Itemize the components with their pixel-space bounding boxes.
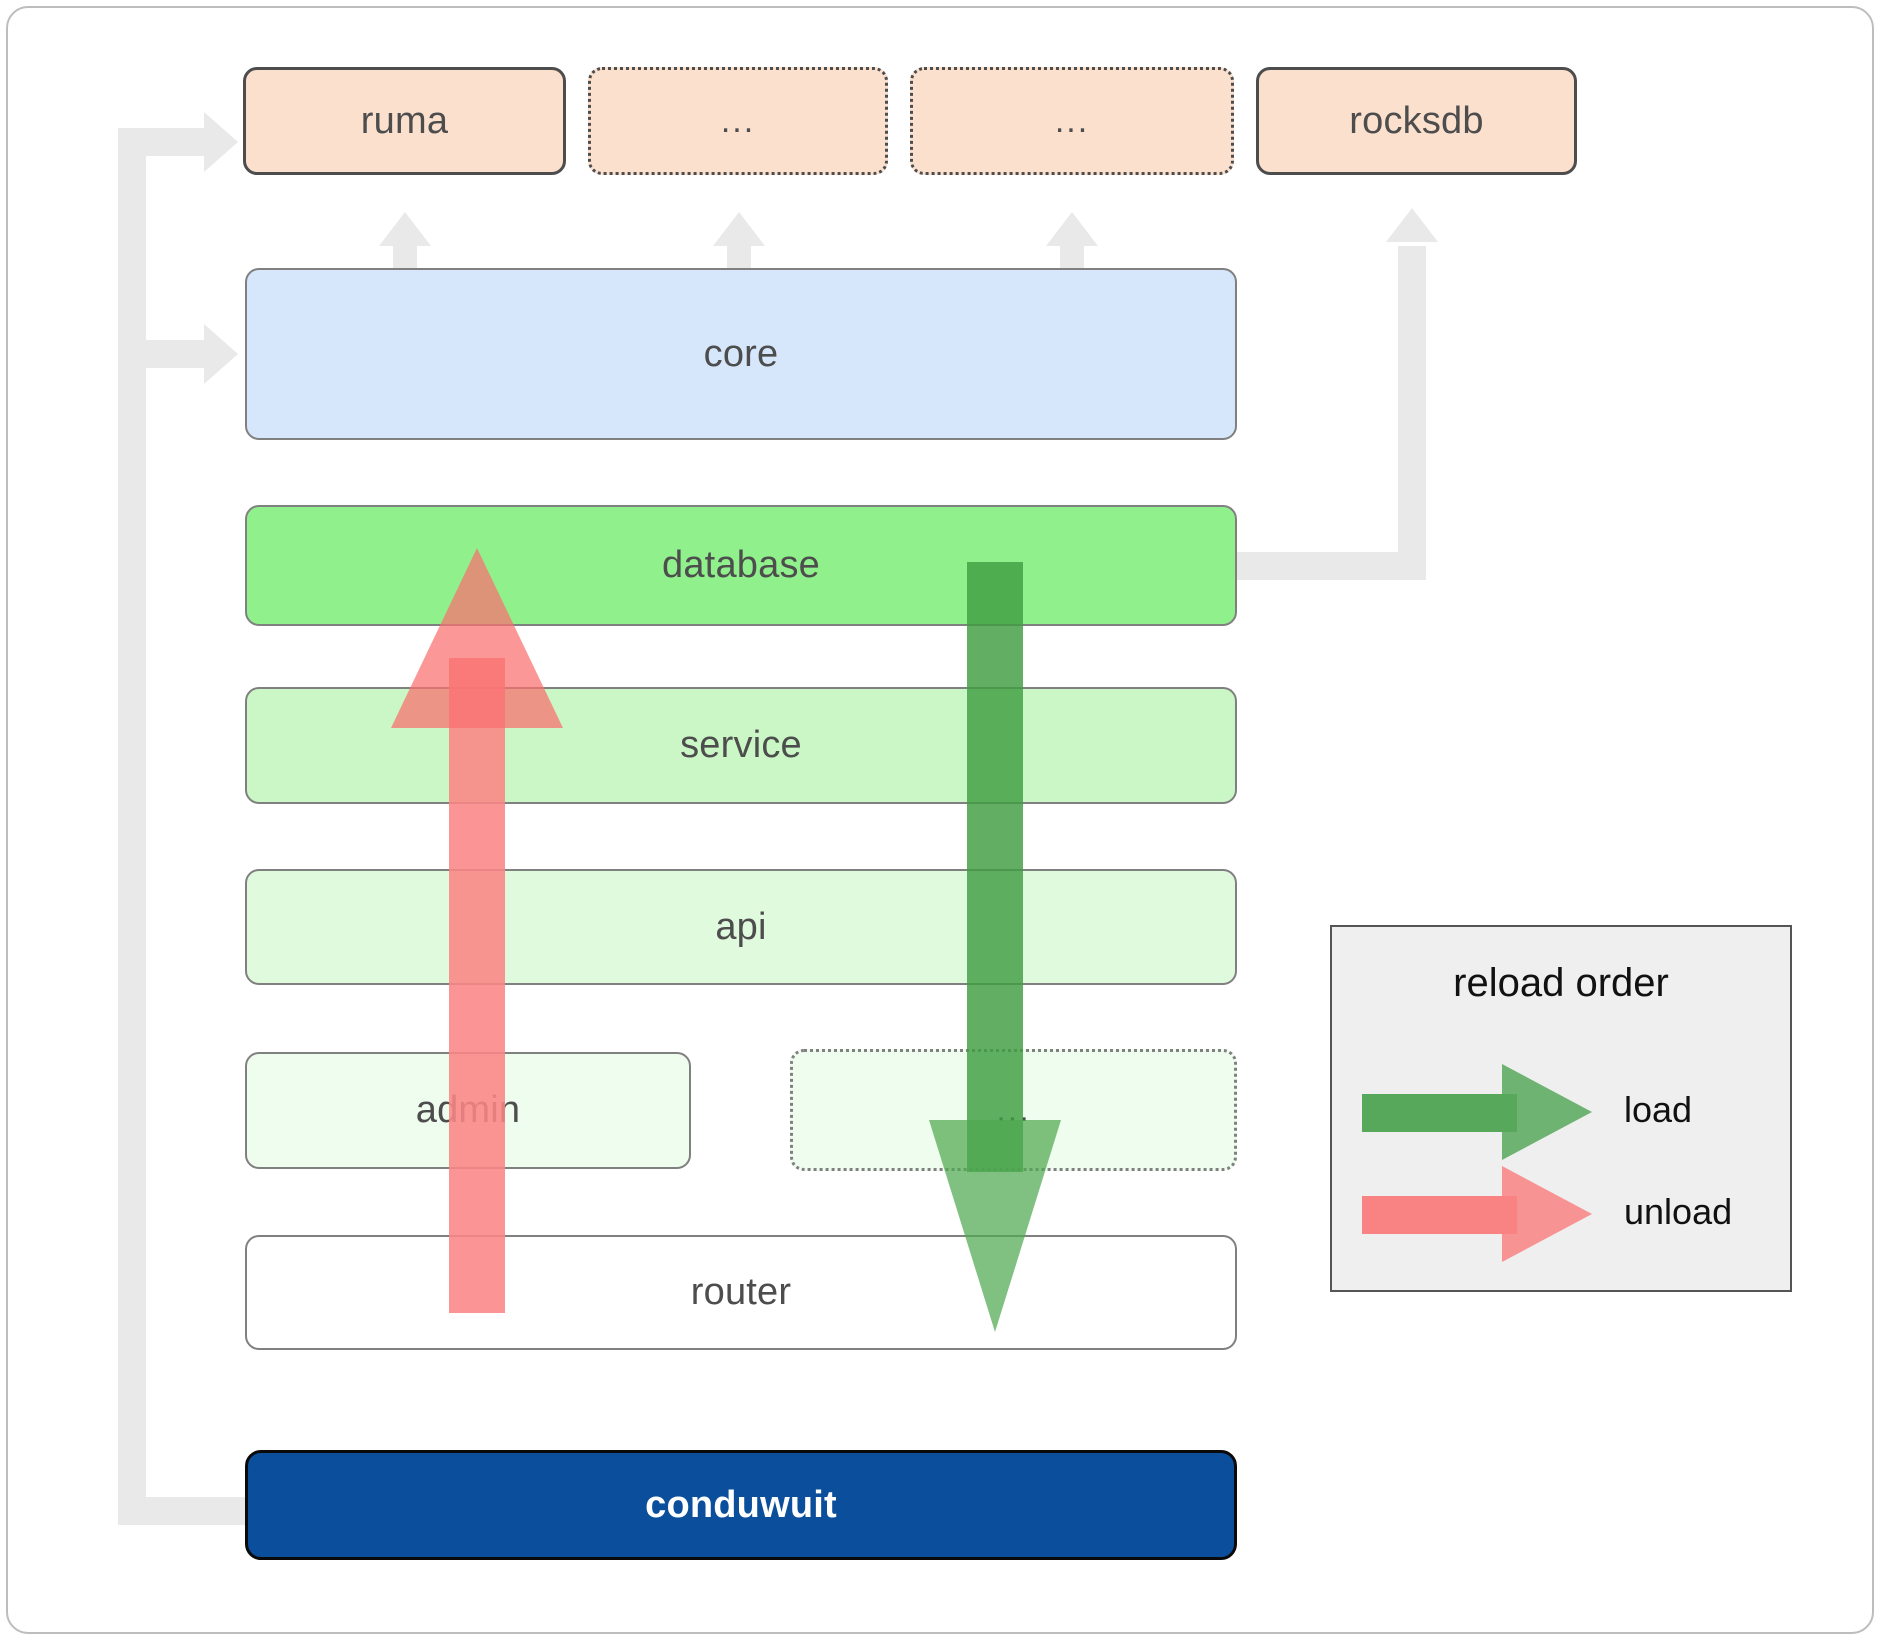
dependency-label: ... bbox=[1054, 101, 1090, 140]
dependency-box-3[interactable]: ... bbox=[910, 67, 1234, 175]
layer-label: service bbox=[680, 724, 802, 766]
dependency-label: rocksdb bbox=[1349, 99, 1484, 142]
legend-label-unload: unload bbox=[1624, 1191, 1733, 1232]
unload-arrow bbox=[378, 548, 578, 1313]
layer-box-router[interactable]: router bbox=[245, 1235, 1237, 1350]
connector-branch-core bbox=[118, 340, 218, 368]
layer-label: database bbox=[662, 544, 820, 586]
layer-label: router bbox=[690, 1271, 792, 1313]
legend-unload-arrow-icon bbox=[1362, 1166, 1592, 1262]
connector-database-rocksdb-vertical bbox=[1398, 246, 1426, 578]
layer-label: core bbox=[703, 332, 779, 375]
load-arrow bbox=[905, 562, 1085, 1352]
layer-box-api[interactable]: api bbox=[245, 869, 1237, 985]
legend-label-load: load bbox=[1624, 1089, 1693, 1130]
layer-box-database[interactable]: database bbox=[245, 505, 1237, 626]
dependency-label: ruma bbox=[360, 99, 449, 142]
layer-label: api bbox=[715, 905, 767, 948]
dependency-box-2[interactable]: ... bbox=[588, 67, 888, 175]
connector-conduwuit-trunk-vertical bbox=[118, 128, 146, 1525]
layer-box-service[interactable]: service bbox=[245, 687, 1237, 804]
legend-load-arrow-icon bbox=[1362, 1064, 1592, 1160]
connector-branch-ruma bbox=[118, 128, 218, 156]
binary-label: conduwuit bbox=[645, 1483, 837, 1526]
connector-database-rocksdb-horizontal bbox=[1236, 552, 1426, 580]
connector-arrow-core bbox=[204, 324, 238, 384]
dependency-box-ruma[interactable]: ruma bbox=[243, 67, 566, 175]
connector-arrow-ruma bbox=[204, 112, 238, 172]
legend-title: reload order bbox=[1453, 961, 1669, 1005]
binary-box-conduwuit[interactable]: conduwuit bbox=[245, 1450, 1237, 1560]
connector-arrow-rocksdb bbox=[1386, 208, 1438, 242]
layer-box-core[interactable]: core bbox=[245, 268, 1237, 440]
dependency-box-rocksdb[interactable]: rocksdb bbox=[1256, 67, 1577, 175]
legend-panel: reload order load unload bbox=[1330, 925, 1792, 1292]
dependency-label: ... bbox=[720, 101, 756, 140]
